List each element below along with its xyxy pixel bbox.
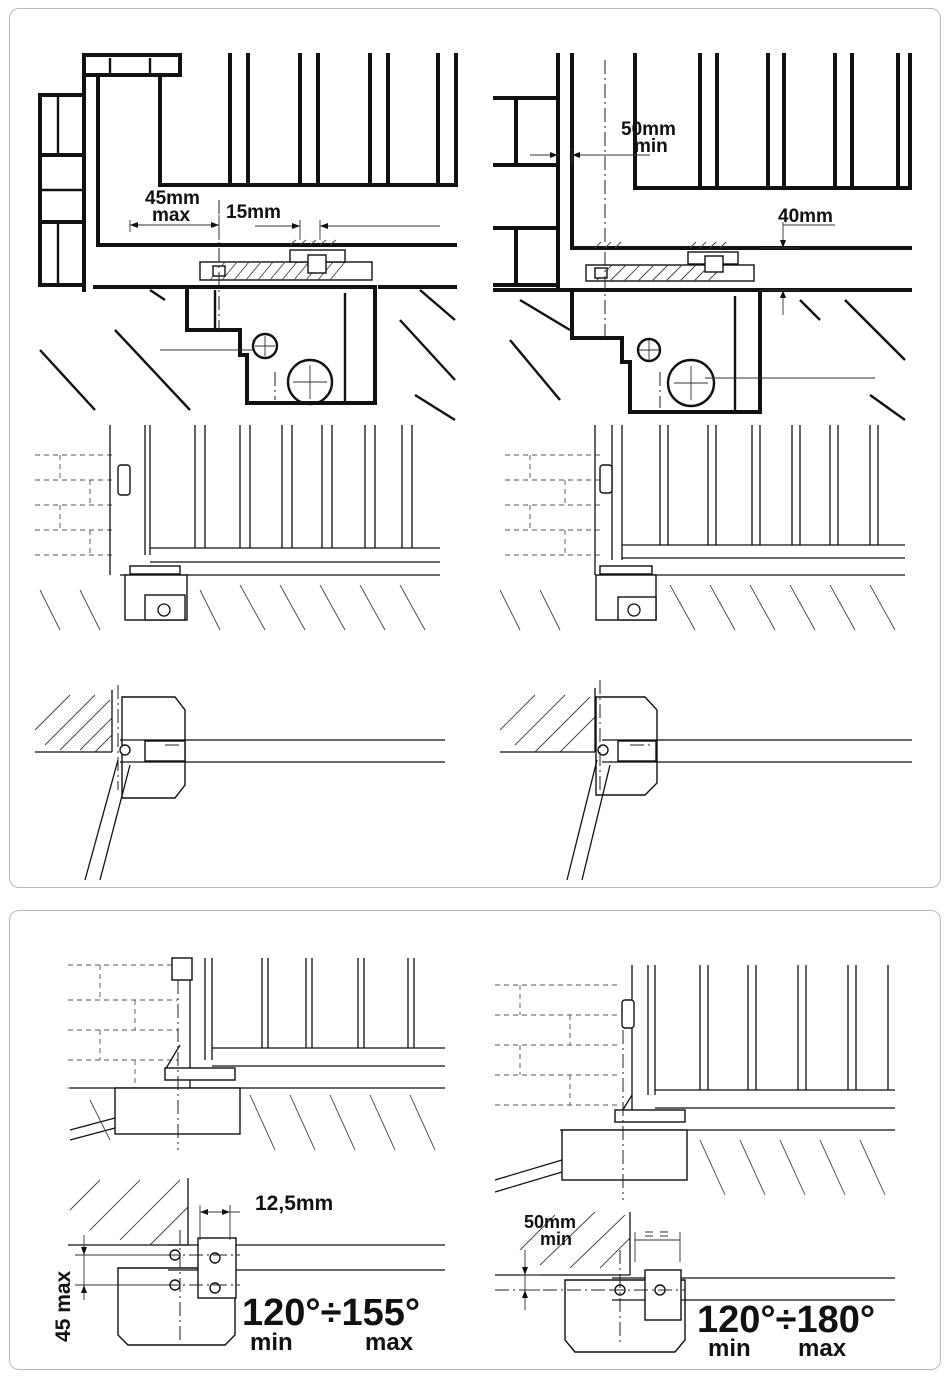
top-left-section-view: [40, 55, 456, 420]
bottom-left-elevation: [68, 958, 445, 1150]
bottom-left-angle-min: min: [250, 1329, 293, 1356]
bottom-left-angle-range: 120°÷155°: [242, 1292, 420, 1334]
top-right-section-view: [495, 55, 910, 420]
bottom-right-gap-qualifier: min: [540, 1229, 572, 1249]
top-right-plan: [500, 680, 912, 880]
bottom-right-angle-max: max: [798, 1335, 847, 1362]
top-right-height-value: 40mm: [778, 206, 833, 227]
top-left-offset-value: 15mm: [226, 202, 281, 223]
top-left-elevation: [35, 425, 440, 630]
top-right-gap-qualifier: min: [634, 136, 668, 157]
bottom-left-offset-value: 12,5mm: [255, 1192, 333, 1215]
bottom-right-elevation: [495, 965, 895, 1200]
top-right-elevation: [500, 425, 905, 630]
bottom-right-angle-min: min: [708, 1335, 751, 1362]
top-left-plan: [35, 685, 445, 880]
bottom-left-vertical-dim: 45 max: [52, 1270, 75, 1342]
bottom-left-angle-max: max: [365, 1329, 414, 1356]
top-left-gap-qualifier: max: [152, 205, 190, 226]
